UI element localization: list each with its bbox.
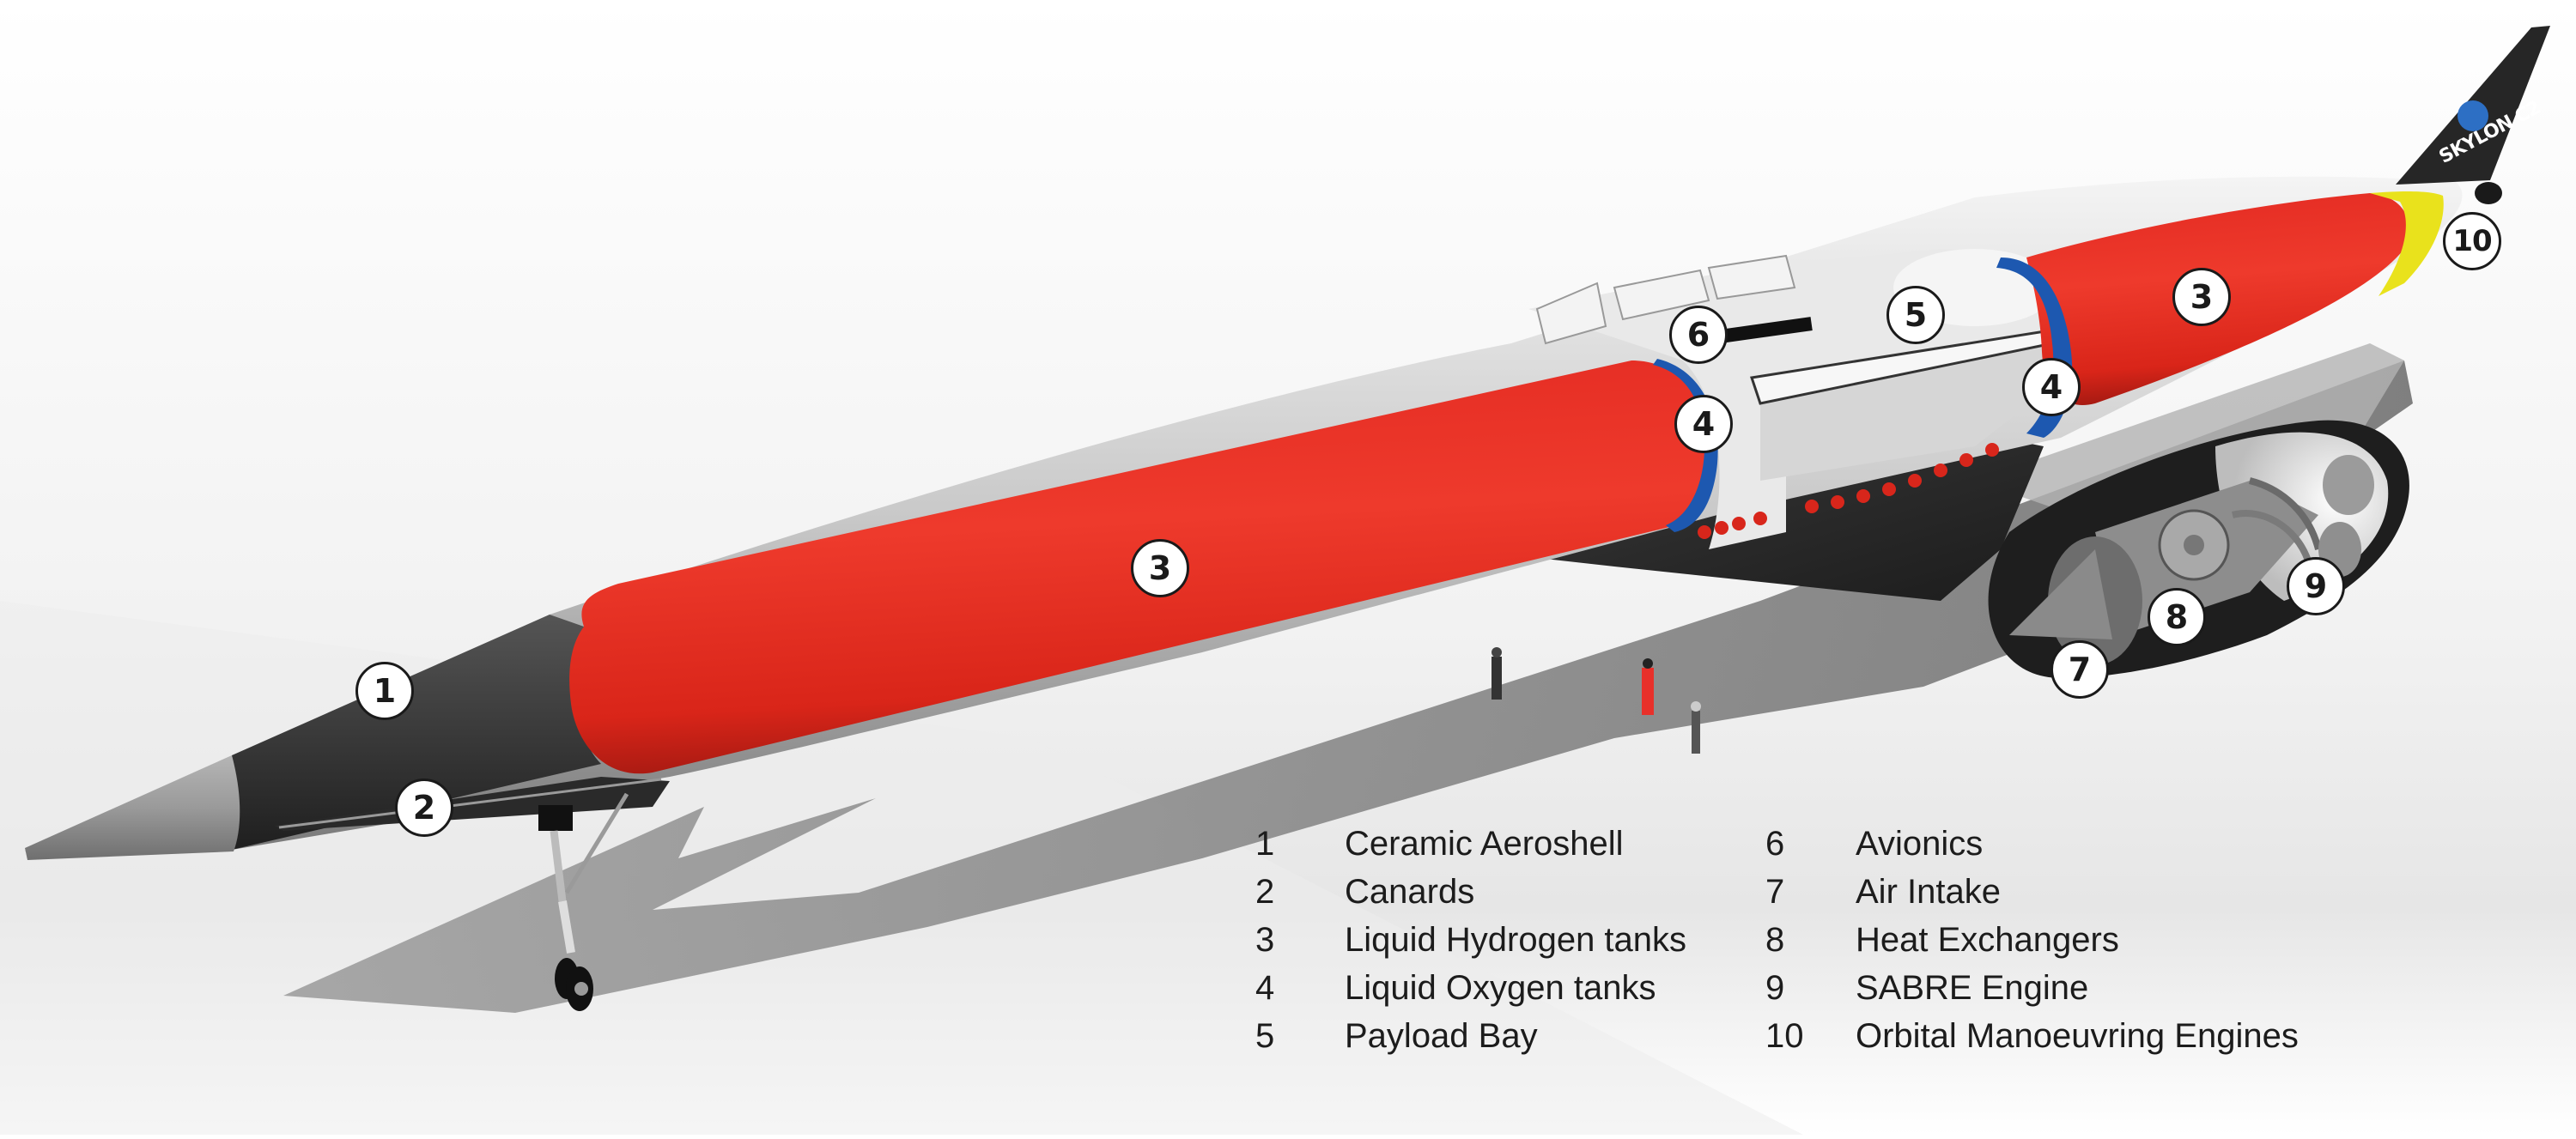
nose-landing-gear [538, 792, 629, 1011]
callout-7: 7 [2050, 640, 2109, 699]
legend-label: Heat Exchangers [1856, 921, 2119, 959]
sabre-engine-nacelle [1988, 420, 2409, 678]
legend-label: Liquid Oxygen tanks [1345, 969, 1656, 1007]
legend-number: 2 [1255, 873, 1275, 911]
legend-label: SABRE Engine [1856, 969, 2089, 1007]
legend-number: 3 [1255, 921, 1275, 959]
orbital-engine-nozzle [2475, 182, 2502, 204]
legend-label: Canards [1345, 873, 1475, 911]
callout-10: 10 [2443, 212, 2501, 270]
legend-label: Payload Bay [1345, 1017, 1538, 1055]
legend-number: 1 [1255, 825, 1275, 863]
legend-label: Ceramic Aeroshell [1345, 825, 1624, 863]
legend-number: 9 [1765, 969, 1785, 1007]
callout-5: 5 [1886, 286, 1945, 344]
callout-2: 2 [395, 779, 453, 837]
legend-number: 5 [1255, 1017, 1275, 1055]
legend-label: Orbital Manoeuvring Engines [1856, 1017, 2299, 1055]
legend-number: 8 [1765, 921, 1785, 959]
callout-8: 8 [2148, 588, 2206, 646]
canard-edge [278, 778, 662, 829]
callout-9: 9 [2287, 557, 2345, 615]
legend-label: Air Intake [1856, 873, 2001, 911]
tail-logo-emblem [2458, 100, 2488, 131]
callout-1: 1 [355, 662, 414, 720]
legend-number: 6 [1765, 825, 1785, 863]
ceramic-aeroshell [232, 615, 601, 850]
legend-label: Avionics [1856, 825, 1984, 863]
legend-number: 4 [1255, 969, 1275, 1007]
callout-6: 6 [1669, 306, 1728, 364]
nose-cone [25, 755, 240, 860]
legend-number: 7 [1765, 873, 1785, 911]
legend-number: 10 [1765, 1017, 1804, 1055]
legend-label: Liquid Hydrogen tanks [1345, 921, 1687, 959]
callout-3b: 3 [2172, 268, 2231, 326]
callout-4b: 4 [2022, 358, 2081, 416]
people-for-scale [1492, 647, 1701, 754]
propellant-feed-line [1698, 443, 1999, 539]
orbital-engine-band [2370, 191, 2444, 296]
callout-4a: 4 [1674, 395, 1733, 453]
callout-3a: 3 [1131, 539, 1189, 597]
